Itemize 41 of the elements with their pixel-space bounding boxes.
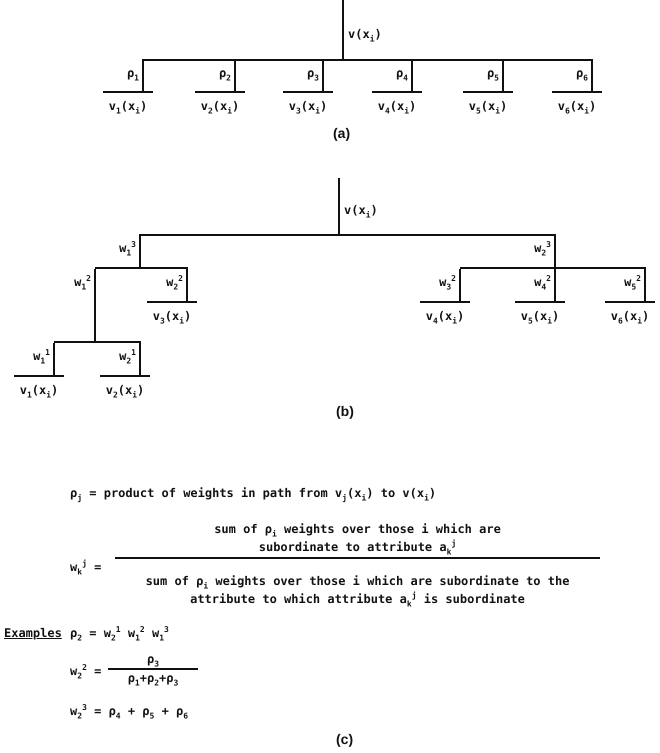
- connector-line: [53, 342, 55, 375]
- equation-lhs: w$_{2}$$^{2}$ =: [70, 664, 102, 679]
- leaf-node: v$_{5}$(x$_{i}$): [515, 301, 565, 324]
- leaf-node: v$_{2}$(x$_{i}$): [100, 375, 150, 398]
- root-node: v(x$_{i}$): [342, 0, 406, 58]
- fraction-denominator: sum of ρ$_{i}$ weights over those i which are subordinate to the attribute to which attribute a$_{k}$$^{j}$ is subordinate: [144, 573, 570, 608]
- edge-label: ρ$_{2}$: [218, 66, 231, 81]
- connector-line: [459, 268, 461, 301]
- connector-line: [338, 232, 556, 267]
- edge-label: ρ$_{5}$: [486, 66, 499, 81]
- connector-line: [94, 268, 96, 341]
- leaf-node: v$_{4}$(x$_{i}$): [420, 301, 470, 324]
- equation-lhs: w$_{k}$$^{j}$ =: [70, 560, 102, 575]
- root-node: v(x$_{i}$): [338, 178, 402, 233]
- leaf-node: v$_{1}$(x$_{i}$): [103, 91, 153, 114]
- panel-caption: (b): [336, 404, 354, 419]
- leaf-node: v$_{2}$(x$_{i}$): [195, 91, 245, 114]
- edge-label: ρ$_{4}$: [396, 66, 408, 81]
- leaf-node: v$_{3}$(x$_{i}$): [147, 301, 197, 324]
- section-heading: Examples: [4, 626, 62, 641]
- connector-line: [554, 268, 556, 301]
- equation: ρ$_{j}$ = product of weights in path from v$_{j}$(x$_{i}$) to v(x$_{i}$): [70, 486, 436, 501]
- edge-label: ρ$_{3}$: [306, 66, 319, 81]
- leaf-node: v$_{3}$(x$_{i}$): [283, 91, 333, 114]
- connector-line: [186, 268, 188, 301]
- fraction-numerator: ρ$_{3}$: [146, 652, 160, 667]
- edge-label: ρ$_{6}$: [576, 66, 588, 81]
- edge-label: ρ$_{1}$: [126, 66, 139, 81]
- connector-line: [139, 342, 141, 375]
- leaf-node: v$_{6}$(x$_{i}$): [552, 91, 602, 114]
- panel-caption: (a): [333, 126, 350, 141]
- connector-line: [139, 232, 340, 267]
- leaf-node: v$_{6}$(x$_{i}$): [605, 301, 655, 324]
- equation: w$_{2}$$^{3}$ = ρ$_{4}$ + ρ$_{5}$ + ρ$_{6}$: [70, 704, 188, 719]
- panel-caption: (c): [336, 732, 354, 747]
- leaf-node: v$_{1}$(x$_{i}$): [14, 375, 64, 398]
- fraction-denominator: ρ$_{1}$+ρ$_{2}$+ρ$_{3}$: [126, 671, 180, 686]
- connector-line: [644, 268, 646, 301]
- leaf-node: v$_{4}$(x$_{i}$): [372, 91, 422, 114]
- leaf-node: v$_{5}$(x$_{i}$): [463, 91, 513, 114]
- connector-line: [322, 58, 344, 91]
